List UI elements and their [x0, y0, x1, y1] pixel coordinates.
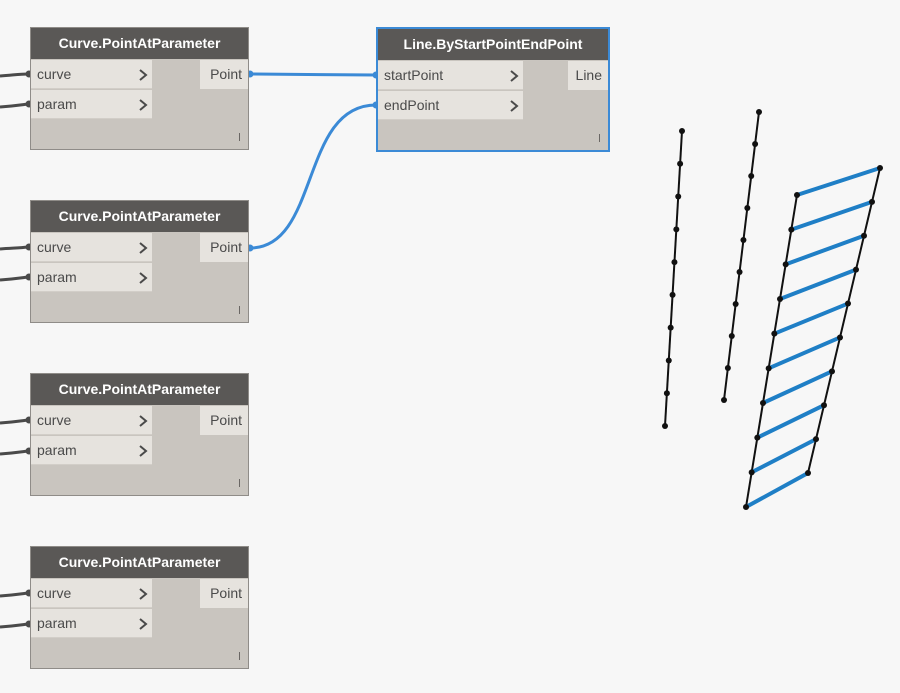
chevron-right-icon [510, 100, 519, 112]
lacing-indicator [239, 652, 240, 660]
wire-param-pap3[interactable] [0, 449, 29, 456]
wire-point1-to-startpoint[interactable] [249, 72, 377, 77]
wire-point2-to-endpoint[interactable] [249, 103, 377, 250]
input-port-start-point[interactable]: startPoint [378, 61, 523, 90]
input-port-param[interactable]: param [31, 609, 152, 638]
lacing-indicator [239, 306, 240, 314]
node-title: Line.ByStartPointEndPoint [378, 29, 608, 60]
port-label: Point [210, 239, 242, 255]
port-label: endPoint [384, 97, 440, 113]
port-label: Point [210, 585, 242, 601]
lacing-indicator [239, 133, 240, 141]
node-title: Curve.PointAtParameter [31, 28, 248, 59]
wire-param-pap4[interactable] [0, 622, 29, 629]
chevron-right-icon [139, 242, 148, 254]
chevron-right-icon [510, 70, 519, 82]
wire-curve-pap1[interactable] [0, 72, 29, 78]
port-label: Point [210, 66, 242, 82]
node-point-at-parameter-2[interactable]: Curve.PointAtParameter curve param Point [30, 200, 249, 323]
chevron-right-icon [139, 69, 148, 81]
wire-curve-pap4[interactable] [0, 591, 29, 598]
input-port-param[interactable]: param [31, 436, 152, 465]
port-label: startPoint [384, 67, 444, 83]
output-port-point[interactable]: Point [200, 579, 248, 608]
chevron-right-icon [139, 272, 148, 284]
input-port-end-point[interactable]: endPoint [378, 91, 523, 120]
chevron-right-icon [139, 99, 148, 111]
port-label: param [37, 269, 77, 285]
node-title: Curve.PointAtParameter [31, 547, 248, 578]
node-point-at-parameter-3[interactable]: Curve.PointAtParameter curve param Point [30, 373, 249, 496]
chevron-right-icon [139, 618, 148, 630]
chevron-right-icon [139, 588, 148, 600]
input-port-param[interactable]: param [31, 90, 152, 119]
input-port-curve[interactable]: curve [31, 233, 152, 262]
output-port-line[interactable]: Line [568, 61, 608, 90]
chevron-right-icon [139, 415, 148, 427]
wire-param-pap2[interactable] [0, 275, 29, 282]
node-title: Curve.PointAtParameter [31, 201, 248, 232]
output-port-point[interactable]: Point [200, 60, 248, 89]
wire-param-pap1[interactable] [0, 102, 29, 109]
wire-curve-pap3[interactable] [0, 418, 29, 425]
output-port-point[interactable]: Point [200, 233, 248, 262]
port-label: Point [210, 412, 242, 428]
port-label: param [37, 615, 77, 631]
chevron-right-icon [139, 445, 148, 457]
input-port-curve[interactable]: curve [31, 406, 152, 435]
node-point-at-parameter-1[interactable]: Curve.PointAtParameter curve param Point [30, 27, 249, 150]
node-line-by-start-point-end-point[interactable]: Line.ByStartPointEndPoint startPoint end… [376, 27, 610, 152]
wire-curve-pap2[interactable] [0, 245, 29, 251]
port-label: curve [37, 239, 72, 255]
input-port-curve[interactable]: curve [31, 579, 152, 608]
input-port-curve[interactable]: curve [31, 60, 152, 89]
port-label: curve [37, 585, 72, 601]
input-port-param[interactable]: param [31, 263, 152, 292]
port-label: param [37, 96, 77, 112]
node-point-at-parameter-4[interactable]: Curve.PointAtParameter curve param Point [30, 546, 249, 669]
output-port-point[interactable]: Point [200, 406, 248, 435]
lacing-indicator [599, 134, 600, 142]
port-label: curve [37, 412, 72, 428]
port-label: param [37, 442, 77, 458]
node-title: Curve.PointAtParameter [31, 374, 248, 405]
port-label: curve [37, 66, 72, 82]
port-label: Line [575, 67, 602, 83]
lacing-indicator [239, 479, 240, 487]
